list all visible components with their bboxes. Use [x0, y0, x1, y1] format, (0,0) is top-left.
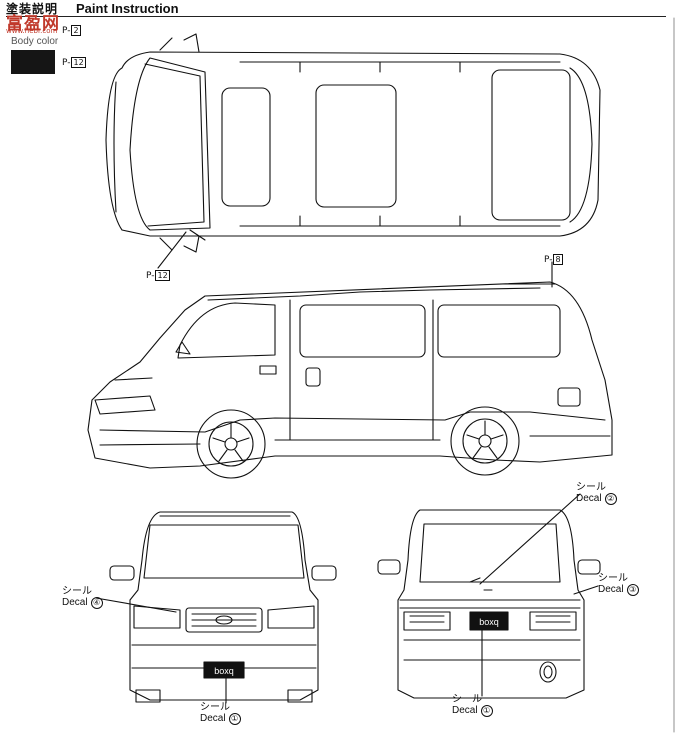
decal-number: ②	[604, 493, 617, 505]
paint-code-prefix: P-	[62, 58, 71, 68]
paint-code-number: 12	[155, 270, 170, 281]
black-color-swatch	[11, 50, 55, 74]
decal-jp-label: シール	[62, 586, 92, 597]
decal-jp-label: シール	[598, 573, 628, 584]
header-rule	[6, 16, 666, 17]
top-view-paint-callout: P-12	[146, 270, 170, 281]
decal-en-label: Decal	[200, 713, 226, 724]
decal-en-label: Decal	[576, 493, 602, 504]
leader-line	[190, 230, 205, 240]
leader-line	[158, 232, 186, 268]
front-license-plate: boxq	[214, 666, 234, 676]
paint-code-prefix: P-	[62, 26, 71, 36]
page-title: Paint Instruction	[76, 1, 179, 16]
front-view-van	[110, 512, 336, 702]
leader-line	[480, 494, 580, 584]
decal-jp-label: シール	[200, 702, 230, 713]
front-wheel	[197, 410, 265, 478]
paint-code-number: 8	[553, 254, 563, 265]
body-color-code: P-2	[62, 25, 81, 36]
leader-line	[574, 586, 598, 594]
swatch-paint-code: P-12	[62, 57, 86, 68]
rear-license-plate: boxq	[479, 617, 499, 627]
decal-en-label: Decal	[62, 597, 88, 608]
side-view-van	[88, 282, 612, 478]
decal-jp-label: シール	[576, 482, 606, 493]
body-color-text: Body color	[11, 36, 59, 47]
paint-code-number: 2	[71, 25, 81, 36]
top-view-van	[106, 34, 600, 252]
leader-line	[96, 598, 176, 612]
watermark-url: www.hebr.com	[6, 27, 58, 35]
decal-number: ①	[480, 705, 493, 717]
rear-view-van	[378, 510, 600, 698]
title-japanese: 塗装説明	[6, 2, 59, 16]
paint-code-number: 12	[71, 57, 86, 68]
decal-jp-label: シール	[452, 694, 482, 705]
paint-code-prefix: P-	[544, 255, 553, 265]
watermark-logo: 富盈网	[6, 14, 60, 33]
decal-number: ③	[626, 584, 639, 596]
roof-paint-callout: P-8	[544, 254, 563, 265]
decal-number: ④	[90, 597, 103, 609]
paint-code-prefix: P-	[146, 271, 155, 281]
rear-wheel	[451, 407, 519, 475]
body-color-label: Body color	[11, 36, 58, 47]
decal-number: ①	[228, 713, 241, 725]
decal-en-label: Decal	[452, 705, 478, 716]
decal-en-label: Decal	[598, 584, 624, 595]
